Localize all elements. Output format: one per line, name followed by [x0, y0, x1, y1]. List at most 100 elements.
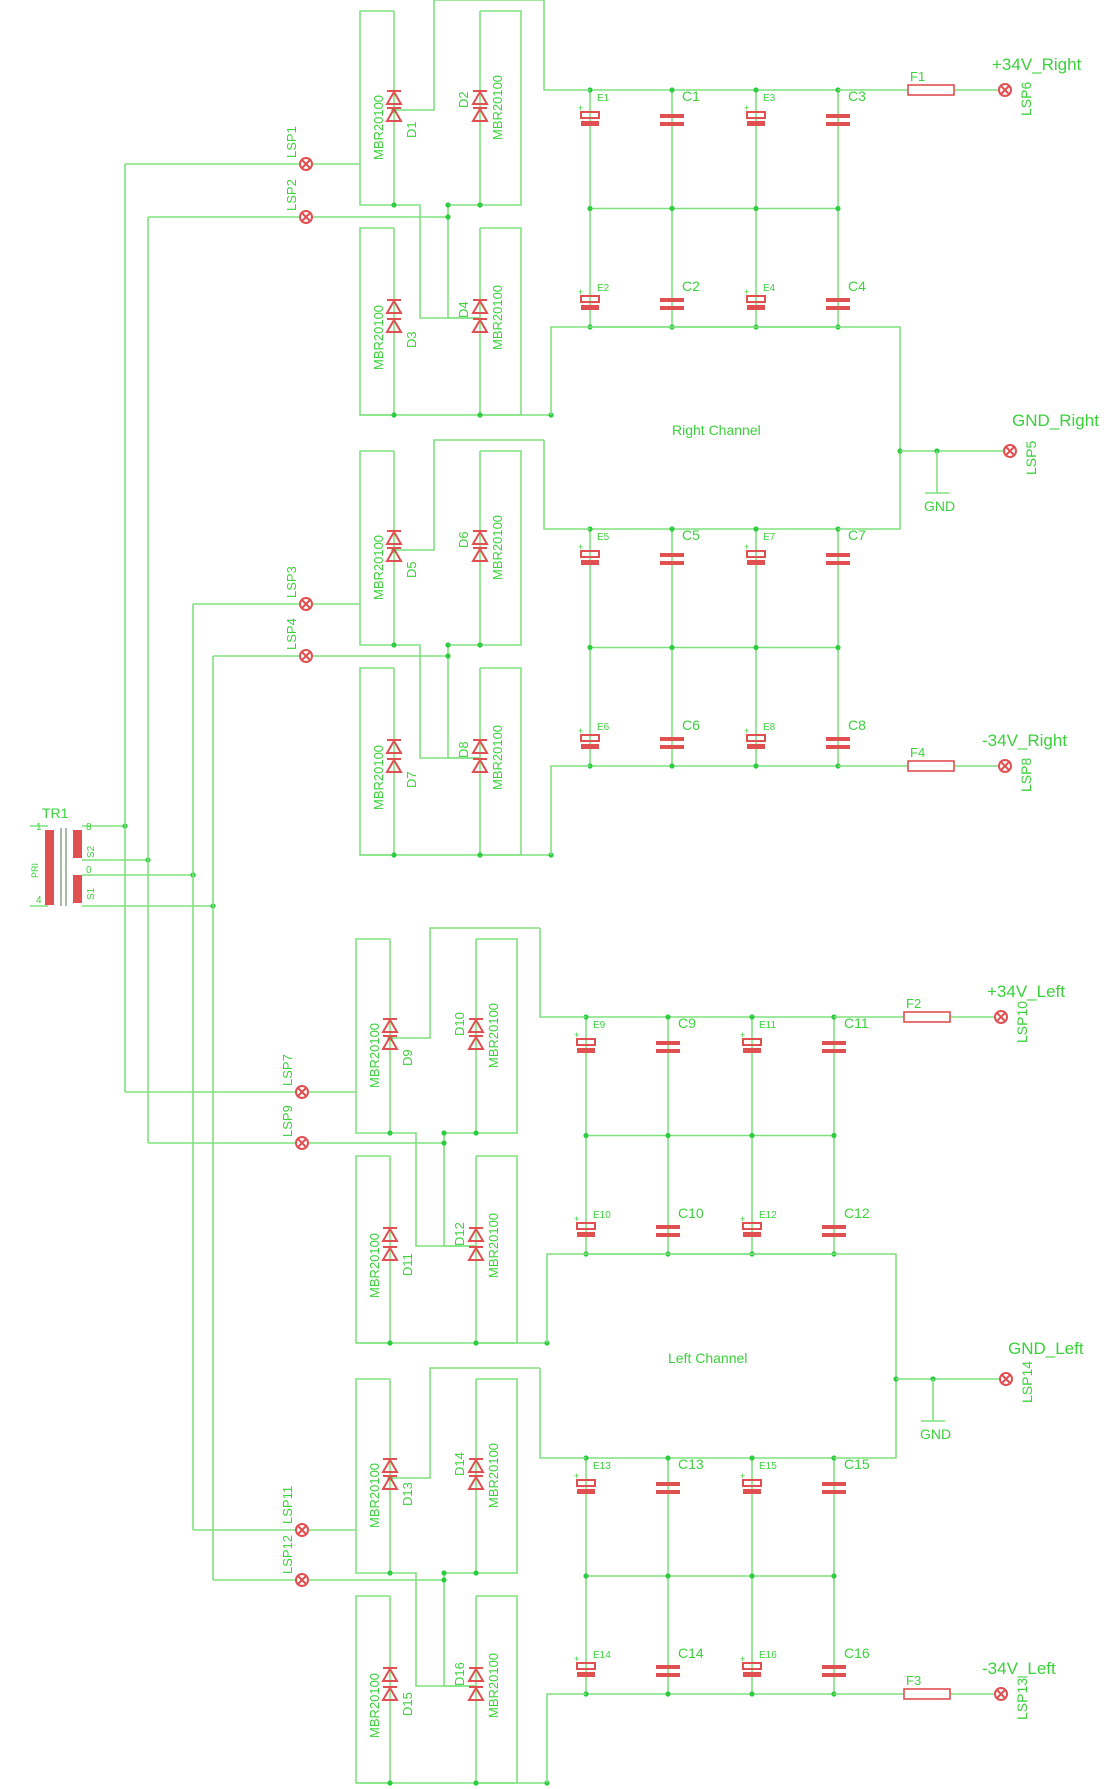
diode-D15: [381, 1686, 399, 1701]
polarity-mark: +: [574, 1214, 579, 1224]
wire: [476, 1378, 518, 1574]
diode-ref-label: D1: [404, 121, 419, 138]
polarity-mark: +: [574, 1030, 579, 1040]
ecap-plate-pos: [746, 734, 766, 742]
cap-plate-top: [822, 1482, 846, 1486]
connector-LSP3: [299, 597, 313, 611]
capacitor-C4: [826, 298, 850, 310]
diode-body: [385, 299, 403, 314]
capacitor-C3: [826, 114, 850, 126]
diode-D7: [385, 758, 403, 773]
diode-body: [471, 530, 489, 545]
ecap-plate-pos: [576, 1222, 596, 1230]
capacitor-E3: [746, 111, 766, 126]
connector-label: LSP3: [284, 566, 299, 598]
capacitor-C12: [822, 1225, 846, 1237]
ecap-plate-pos: [746, 111, 766, 119]
ecap-plate-pos: [576, 1038, 596, 1046]
junction-dot: [749, 1132, 755, 1139]
capacitor-C1: [660, 114, 684, 126]
cap-plate-top: [826, 114, 850, 118]
junction-dot: [473, 1130, 479, 1136]
polarity-mark: +: [578, 542, 583, 552]
capacitor-E15: [742, 1479, 762, 1494]
ecap-plate-neg: [581, 560, 599, 565]
transformer-pin-label: S1: [86, 887, 97, 900]
diode-body: [381, 1246, 399, 1261]
connector-LSP7: [295, 1085, 309, 1099]
connector-ring: [295, 1523, 309, 1537]
capacitor-ref-label: C3: [848, 88, 866, 104]
junction-dot: [387, 1340, 393, 1346]
cap-plate-bottom: [656, 1673, 680, 1677]
capacitor-E6: [580, 734, 600, 749]
diode-part-label: MBR20100: [367, 1463, 382, 1528]
connector-label: LSP4: [284, 618, 299, 650]
junction-dot: [669, 763, 675, 769]
diode-D2: [471, 90, 489, 105]
capacitor-E13: [576, 1479, 596, 1494]
connector-ring: [295, 1136, 309, 1150]
capacitor-ref-label: C12: [844, 1205, 870, 1221]
diode-part-label: MBR20100: [486, 1213, 501, 1278]
junction-dot: [441, 1577, 447, 1583]
junction-dot: [391, 412, 397, 418]
capacitor-ref-label: E6: [597, 722, 610, 733]
polarity-mark: +: [744, 287, 749, 297]
diode-part-label: MBR20100: [486, 1443, 501, 1508]
diode-ref-label: D10: [452, 1012, 467, 1036]
diode-body: [385, 90, 403, 105]
polarity-mark: +: [740, 1654, 745, 1664]
cap-plate-top: [826, 737, 850, 741]
cap-plate-bottom: [656, 1049, 680, 1053]
fuse-F1: [907, 84, 955, 96]
transformer-secondary-lower: [73, 875, 82, 903]
wire: [543, 0, 590, 91]
diode-D5: [385, 530, 403, 545]
connector-LSP11: [295, 1523, 309, 1537]
diode-ref-label: D14: [452, 1452, 467, 1476]
capacitor-C16: [822, 1665, 846, 1677]
junction-dot: [669, 526, 675, 532]
junction-dot: [391, 202, 397, 208]
cap-plate-top: [656, 1665, 680, 1669]
diode-ref-label: D13: [400, 1482, 415, 1506]
junction-dot: [665, 1455, 671, 1461]
cap-plate-top: [826, 298, 850, 302]
diode-ref-label: D8: [456, 741, 471, 758]
diode-ref-label: D6: [456, 531, 471, 548]
capacitor-ref-label: C6: [682, 717, 700, 733]
ecap-plate-neg: [747, 560, 765, 565]
ecap-plate-neg: [743, 1048, 761, 1053]
diode-D11: [381, 1227, 399, 1242]
ecap-plate-neg: [747, 121, 765, 126]
channel-label: Left Channel: [668, 1350, 747, 1366]
rail-label: GND_Right: [1012, 411, 1099, 430]
diode-ref-label: D5: [404, 561, 419, 578]
diode-D16: [467, 1686, 485, 1701]
junction-dot: [445, 642, 451, 648]
diode-D3: [385, 299, 403, 314]
connector-cross: [297, 1138, 307, 1148]
capacitor-E11: [742, 1038, 762, 1053]
capacitor-E16: [742, 1662, 762, 1677]
cap-plate-bottom: [660, 745, 684, 749]
junction-dot: [445, 214, 451, 220]
diode-body: [381, 1458, 399, 1473]
cap-plate-bottom: [660, 561, 684, 565]
junction-dot: [441, 1140, 447, 1146]
polarity-mark: +: [740, 1214, 745, 1224]
connector-LSP1: [299, 157, 313, 171]
junction-dot: [669, 87, 675, 93]
ecap-plate-neg: [577, 1489, 595, 1494]
fuse-F3: [903, 1688, 951, 1700]
wire: [539, 1368, 586, 1459]
connector-LSP5: [1003, 444, 1017, 458]
diode-D8: [471, 758, 489, 773]
junction-dot: [473, 1780, 479, 1786]
diode-part-label: MBR20100: [490, 725, 505, 790]
diode-part-label: MBR20100: [490, 75, 505, 140]
connector-cross: [996, 1689, 1006, 1699]
junction-dot: [835, 644, 841, 651]
